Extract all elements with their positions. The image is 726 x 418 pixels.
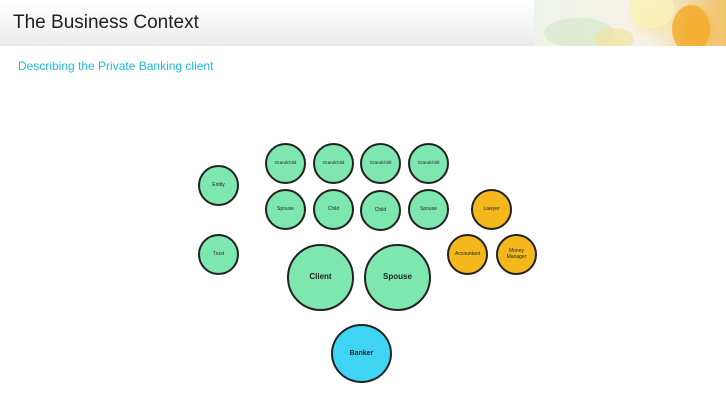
slide-title: The Business Context [13, 12, 199, 33]
node-spouse-right: Spouse [408, 189, 449, 230]
node-trust: Trust [198, 234, 239, 275]
node-accountant: Accountant [447, 234, 488, 275]
node-lawyer: Lawyer [471, 189, 512, 230]
node-money-manager: Money Manager [496, 234, 537, 275]
node-child-1: Child [313, 189, 354, 230]
node-grandchild-1: Grandchild [265, 143, 306, 184]
node-child-2: Child [360, 190, 401, 231]
slide-subtitle: Describing the Private Banking client [18, 59, 214, 73]
node-spouse-main: Spouse [364, 244, 431, 311]
node-grandchild-3: Grandchild [360, 143, 401, 184]
node-grandchild-2: Grandchild [313, 143, 354, 184]
node-client: Client [287, 244, 354, 311]
node-banker: Banker [331, 324, 392, 383]
header-flower-image [534, 0, 726, 46]
node-spouse-left: Spouse [265, 189, 306, 230]
node-entity: Entity [198, 165, 239, 206]
node-grandchild-4: Grandchild [408, 143, 449, 184]
slide-header: The Business Context [0, 0, 726, 46]
